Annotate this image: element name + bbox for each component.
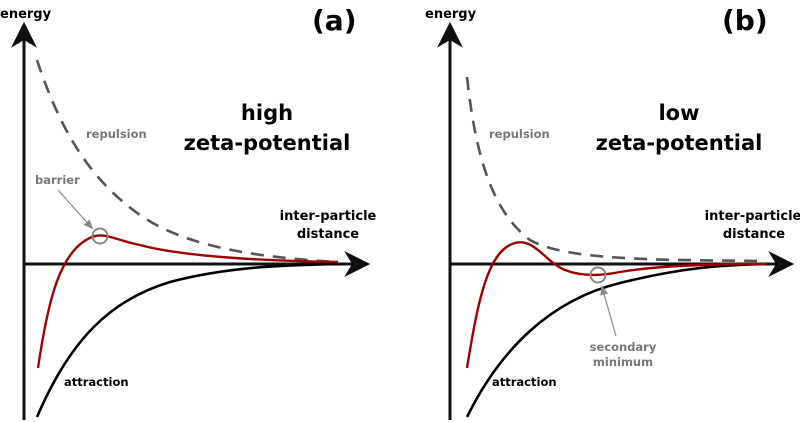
secondary-minimum-label-line1: secondary [590,340,657,354]
net-energy-curve [36,234,339,369]
repulsion-curve [35,59,339,264]
panel-a: energy (a) barrier repulsion attraction … [0,4,377,420]
secondary-minimum-label-line2: minimum [593,355,653,369]
panel-b: energy (b) secondary minimum repulsion a… [425,4,800,420]
repulsion-label: repulsion [86,127,147,141]
barrier-marker [91,227,109,245]
barrier-label: barrier [35,173,80,187]
x-axis-label-line1: inter-particle [705,209,800,224]
panel-label: (b) [722,4,768,37]
secondary-minimum-marker [589,266,607,284]
attraction-curve [35,262,339,418]
barrier-arrow [57,189,94,230]
net-energy-curve [465,241,767,369]
title-line2: zeta-potential [596,131,763,155]
title-line1: low [658,101,699,125]
repulsion-curve [465,76,767,263]
secondary-minimum-arrow [600,285,617,337]
repulsion-label: repulsion [489,127,550,141]
x-axis-label-line2: distance [723,227,785,242]
x-axis-label-line1: inter-particle [280,209,377,224]
panel-label: (a) [312,4,357,37]
attraction-label: attraction [64,375,129,389]
y-axis-label: energy [0,7,52,22]
attraction-curve [465,262,767,418]
title-line2: zeta-potential [184,131,351,155]
title-line1: high [241,101,293,125]
attraction-label: attraction [492,375,557,389]
x-axis-label-line2: distance [297,227,359,242]
y-axis-label: energy [425,7,477,22]
